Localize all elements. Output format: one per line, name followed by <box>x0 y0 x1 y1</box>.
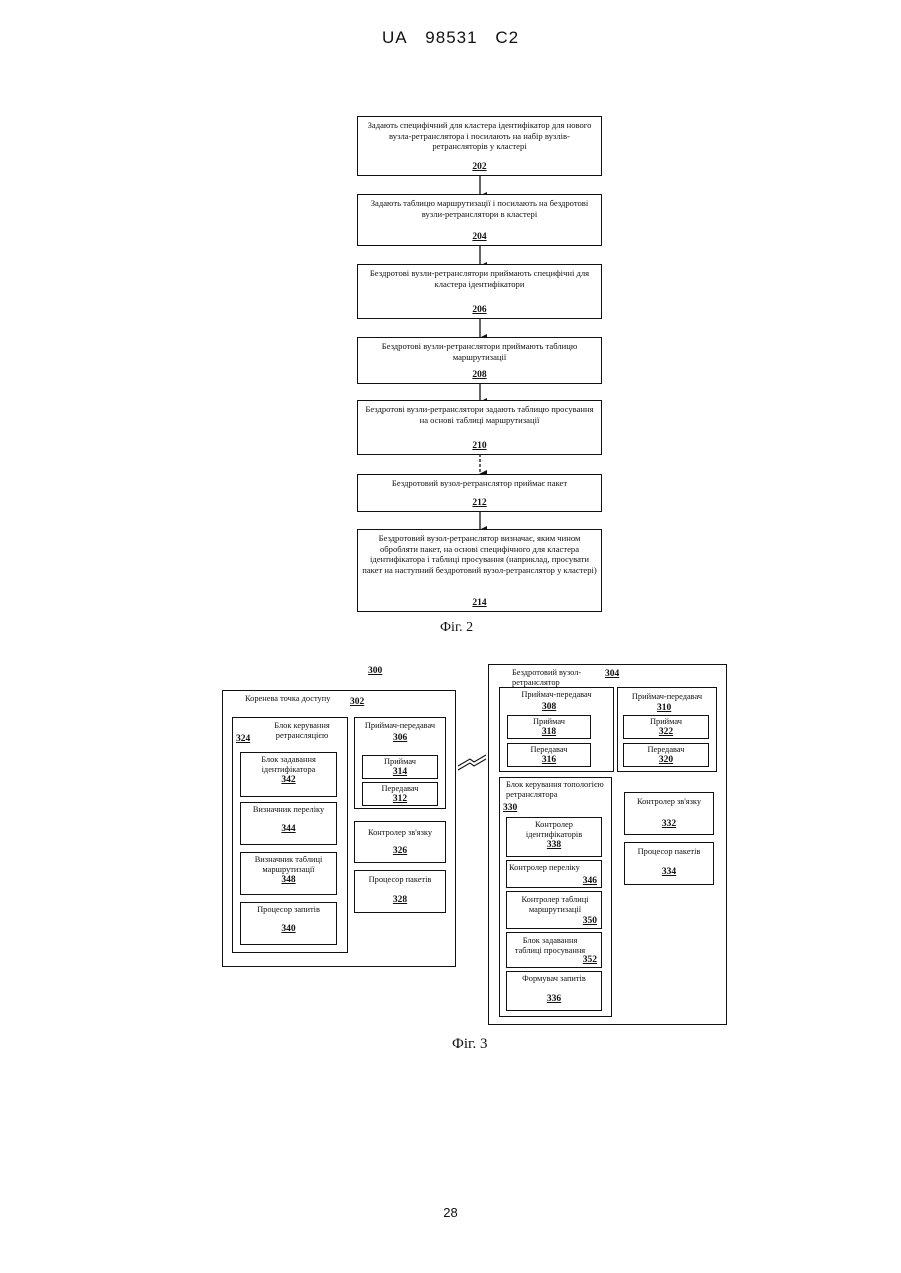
page-number: 28 <box>0 1205 901 1220</box>
id-controller-title: Контролер ідентифікаторів <box>507 818 601 840</box>
flow-step-number: 210 <box>358 441 601 452</box>
node-link-controller-number: 332 <box>625 819 713 829</box>
fig3-caption: Фіг. 3 <box>452 1036 487 1053</box>
node-title: Бездротовий вузол-ретранслятор <box>512 668 602 688</box>
root-transmitter-number: 312 <box>363 794 437 804</box>
flow-step-number: 204 <box>358 232 601 243</box>
flow-step-202: Задають специфічний для кластера ідентиф… <box>357 116 602 176</box>
root-link-controller-block: Контролер зв'язку 326 <box>354 821 446 863</box>
request-former-block: Формувач запитів 336 <box>506 971 602 1011</box>
node-tx1-title: Передавач <box>508 744 590 755</box>
root-packet-processor-block: Процесор пакетів 328 <box>354 870 446 913</box>
root-number: 302 <box>350 697 364 707</box>
root-packet-processor-title: Процесор пакетів <box>355 871 445 885</box>
forwarding-table-setter-title: Блок задавання таблиці просування <box>511 936 589 956</box>
flow-step-text: Задають таблицю маршрутизації і посилают… <box>371 198 589 219</box>
root-packet-processor-number: 328 <box>355 895 445 905</box>
root-transceiver-number: 306 <box>393 733 407 743</box>
node-link-controller-title: Контролер зв'язку <box>625 793 713 807</box>
list-determiner-title: Визначник переліку <box>241 803 336 815</box>
request-processor-number: 340 <box>241 924 336 934</box>
node-tx1-number: 316 <box>508 755 590 765</box>
node-trx1-title: Приймач-передавач <box>499 690 614 700</box>
route-table-determiner-block: Визначник таблиці маршрутизації 348 <box>240 852 337 895</box>
flow-step-number: 214 <box>358 598 601 609</box>
topology-control-number: 330 <box>503 803 517 813</box>
node-rx2-number: 322 <box>624 727 708 737</box>
root-link-controller-number: 326 <box>355 846 445 856</box>
route-table-determiner-title: Визначник таблиці маршрутизації <box>241 853 336 875</box>
flow-step-208: Бездротові вузли-ретранслятори приймають… <box>357 337 602 384</box>
node-trx2-number: 310 <box>657 703 671 713</box>
root-transmitter-block: Передавач 312 <box>362 782 438 806</box>
system-number: 300 <box>368 666 382 676</box>
flow-step-text: Задають специфічний для кластера ідентиф… <box>368 120 592 151</box>
node-receiver-2: Приймач 322 <box>623 715 709 739</box>
route-table-controller-block: Контролер таблиці маршрутизації 350 <box>506 891 602 929</box>
node-number: 304 <box>605 669 619 679</box>
list-controller-number: 346 <box>583 876 597 886</box>
flow-step-206: Бездротові вузли-ретранслятори приймають… <box>357 264 602 319</box>
route-table-determiner-number: 348 <box>241 875 336 885</box>
flow-step-210: Бездротові вузли-ретранслятори задають т… <box>357 400 602 455</box>
node-tx2-number: 320 <box>624 755 708 765</box>
request-processor-title: Процесор запитів <box>241 903 336 915</box>
root-transceiver-title: Приймач-передавач <box>354 721 446 731</box>
id-controller-number: 338 <box>507 840 601 850</box>
list-determiner-number: 344 <box>241 824 336 834</box>
flow-step-212: Бездротовий вузол-ретранслятор приймає п… <box>357 474 602 512</box>
flow-step-204: Задають таблицю маршрутизації і посилают… <box>357 194 602 246</box>
node-packet-processor-block: Процесор пакетів 334 <box>624 842 714 885</box>
node-rx2-title: Приймач <box>624 716 708 727</box>
id-setter-title: Блок задавання ідентифікатора <box>241 753 336 775</box>
list-controller-title: Контролер переліку <box>509 863 580 873</box>
node-packet-processor-title: Процесор пакетів <box>625 843 713 857</box>
flow-step-number: 202 <box>358 162 601 173</box>
topology-control-title: Блок керування топологією ретранслятора <box>506 780 610 800</box>
root-receiver-title: Приймач <box>363 756 437 767</box>
list-controller-block: Контролер переліку 346 <box>506 860 602 888</box>
node-transmitter-1: Передавач 316 <box>507 743 591 767</box>
node-trx2-title: Приймач-передавач <box>617 692 717 702</box>
node-packet-processor-number: 334 <box>625 867 713 877</box>
flow-step-text: Бездротові вузли-ретранслятори приймають… <box>382 341 578 362</box>
node-trx1-number: 308 <box>542 702 556 712</box>
route-table-controller-title: Контролер таблиці маршрутизації <box>511 895 599 915</box>
root-receiver-block: Приймач 314 <box>362 755 438 779</box>
list-determiner-block: Визначник переліку 344 <box>240 802 337 845</box>
flow-step-text: Бездротовий вузол-ретранслятор приймає п… <box>392 478 567 488</box>
node-tx2-title: Передавач <box>624 744 708 755</box>
request-processor-block: Процесор запитів 340 <box>240 902 337 945</box>
request-former-number: 336 <box>507 994 601 1004</box>
flow-step-text: Бездротовий вузол-ретранслятор визначає,… <box>362 533 597 575</box>
node-rx1-title: Приймач <box>508 716 590 727</box>
flow-step-number: 212 <box>358 498 601 509</box>
route-table-controller-number: 350 <box>583 916 597 926</box>
relay-control-number: 324 <box>236 734 250 744</box>
node-rx1-number: 318 <box>508 727 590 737</box>
id-setter-number: 342 <box>241 775 336 785</box>
flow-step-number: 208 <box>358 370 601 381</box>
fig2-caption: Фіг. 2 <box>440 620 473 636</box>
id-controller-block: Контролер ідентифікаторів 338 <box>506 817 602 857</box>
flow-step-text: Бездротові вузли-ретранслятори приймають… <box>370 268 589 289</box>
forwarding-table-setter-block: Блок задавання таблиці просування 352 <box>506 932 602 968</box>
root-link-controller-title: Контролер зв'язку <box>355 822 445 838</box>
node-receiver-1: Приймач 318 <box>507 715 591 739</box>
node-transmitter-2: Передавач 320 <box>623 743 709 767</box>
flow-step-number: 206 <box>358 305 601 316</box>
node-link-controller-block: Контролер зв'язку 332 <box>624 792 714 835</box>
flow-step-214: Бездротовий вузол-ретранслятор визначає,… <box>357 529 602 612</box>
forwarding-table-setter-number: 352 <box>583 955 597 965</box>
root-title: Коренева точка доступу <box>245 694 330 704</box>
root-receiver-number: 314 <box>363 767 437 777</box>
id-setter-block: Блок задавання ідентифікатора 342 <box>240 752 337 797</box>
request-former-title: Формувач запитів <box>507 972 601 984</box>
relay-control-title: Блок керування ретрансляцією <box>262 721 342 741</box>
root-transmitter-title: Передавач <box>363 783 437 794</box>
flow-step-text: Бездротові вузли-ретранслятори задають т… <box>365 404 593 425</box>
